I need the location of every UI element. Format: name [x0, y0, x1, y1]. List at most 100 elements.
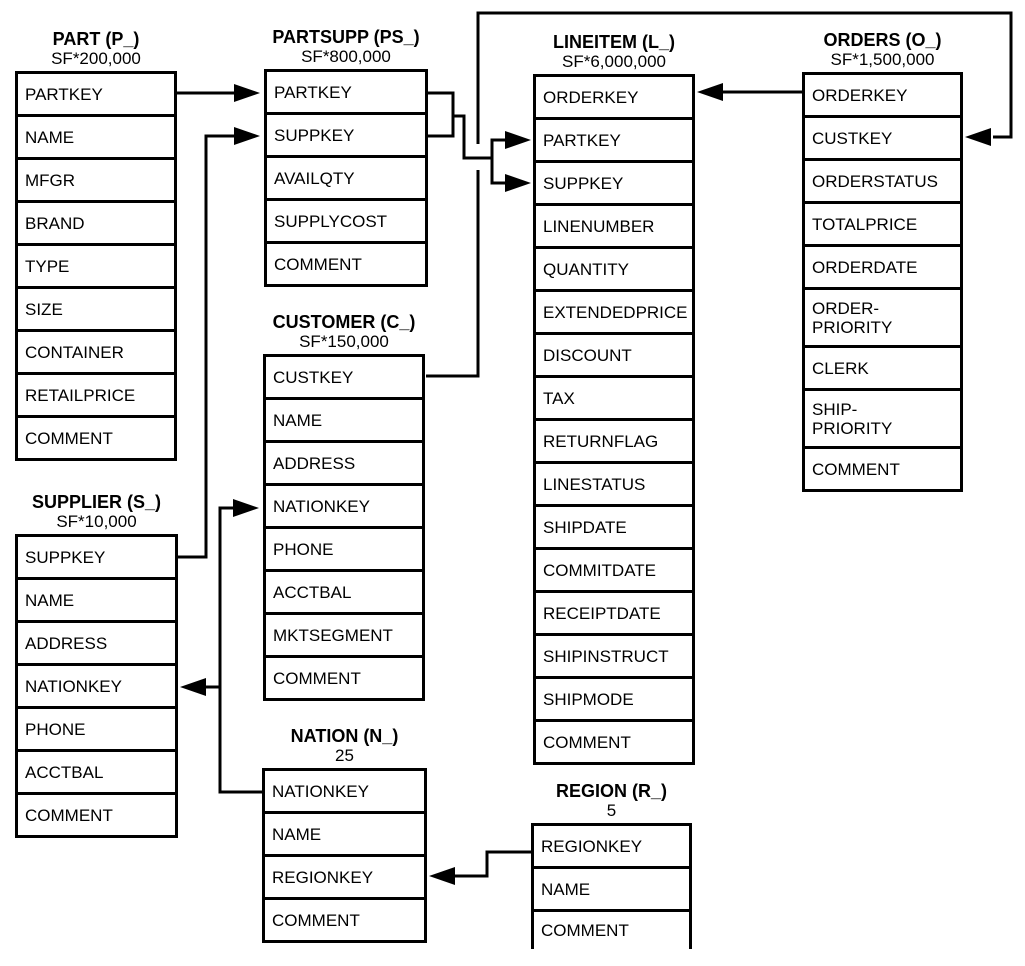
field-name: NAME: [18, 117, 174, 160]
table-customer-cardinality: SF*150,000: [299, 332, 389, 351]
connector-nation-customer: [218, 499, 262, 794]
table-nation-title: NATION (N_): [290, 726, 399, 746]
field-suppkey: SUPPKEY: [18, 537, 175, 580]
field-comment: COMMENT: [812, 459, 900, 479]
field-address: ADDRESS: [266, 443, 422, 486]
field-quantity: QUANTITY: [536, 249, 692, 292]
field-availqty: AVAILQTY: [267, 158, 425, 201]
connector-region-nation: [429, 850, 531, 885]
field-phone: PHONE: [18, 709, 175, 752]
field-orderkey: ORDERKEY: [536, 77, 692, 120]
field-ship-priority: SHIP- PRIORITY: [805, 391, 960, 449]
table-lineitem-title: LINEITEM (L_): [553, 32, 675, 52]
table-nation-cardinality: 25: [335, 746, 354, 765]
table-orders-cardinality: SF*1,500,000: [830, 50, 935, 69]
table-region-cardinality: 5: [606, 801, 617, 820]
field-name: NAME: [265, 814, 424, 857]
field-comment: COMMENT: [25, 428, 113, 448]
field-partkey: PARTKEY: [18, 74, 174, 117]
field-brand: BRAND: [18, 203, 174, 246]
connector-orders-lineitem: [697, 83, 802, 101]
field-clerk: CLERK: [805, 348, 960, 391]
field-linestatus: LINESTATUS: [536, 464, 692, 507]
field-tax: TAX: [536, 378, 692, 421]
table-orders-title: ORDERS (O_): [823, 30, 942, 50]
field-comment: COMMENT: [543, 732, 631, 752]
table-region-title: REGION (R_): [555, 781, 667, 801]
connector-nation-supplier: [180, 678, 220, 696]
field-orderdate: ORDERDATE: [805, 247, 960, 290]
field-container: CONTAINER: [18, 332, 174, 375]
field-partkey: PARTKEY: [267, 72, 425, 115]
field-shipinstruct: SHIPINSTRUCT: [536, 636, 692, 679]
table-partsupp-cardinality: SF*800,000: [301, 47, 391, 66]
field-totalprice: TOTALPRICE: [805, 204, 960, 247]
field-size: SIZE: [18, 289, 174, 332]
field-acctbal: ACCTBAL: [18, 752, 175, 795]
table-partsupp-title: PARTSUPP (PS_): [272, 27, 420, 47]
field-receiptdate: RECEIPTDATE: [536, 593, 692, 636]
field-custkey: CUSTKEY: [266, 357, 422, 400]
connector-partsupp-lineitem: [428, 91, 531, 192]
connector-part-partsupp: [177, 84, 260, 102]
field-shipmode: SHIPMODE: [536, 679, 692, 722]
field-comment: COMMENT: [25, 805, 113, 825]
field-suppkey: SUPPKEY: [267, 115, 425, 158]
field-comment: COMMENT: [541, 921, 629, 940]
field-type: TYPE: [18, 246, 174, 289]
field-partkey: PARTKEY: [536, 120, 692, 163]
field-regionkey: REGIONKEY: [265, 857, 424, 900]
field-mktsegment: MKTSEGMENT: [266, 615, 422, 658]
field-acctbal: ACCTBAL: [266, 572, 422, 615]
field-retailprice: RETAILPRICE: [18, 375, 174, 418]
field-orderstatus: ORDERSTATUS: [805, 161, 960, 204]
field-name: NAME: [18, 580, 175, 623]
field-extendedprice: EXTENDEDPRICE: [536, 292, 692, 335]
field-name: NAME: [266, 400, 422, 443]
field-comment: COMMENT: [273, 668, 361, 688]
field-supplycost: SUPPLYCOST: [267, 201, 425, 244]
field-phone: PHONE: [266, 529, 422, 572]
field-custkey: CUSTKEY: [805, 118, 960, 161]
field-orderkey: ORDERKEY: [805, 75, 960, 118]
connector-supplier-partsupp: [178, 127, 260, 559]
field-nationkey: NATIONKEY: [266, 486, 422, 529]
field-shipdate: SHIPDATE: [536, 507, 692, 550]
field-address: ADDRESS: [18, 623, 175, 666]
table-supplier-cardinality: SF*10,000: [56, 512, 137, 531]
table-part-cardinality: SF*200,000: [51, 49, 141, 68]
field-mfgr: MFGR: [18, 160, 174, 203]
table-supplier-title: SUPPLIER (S_): [31, 492, 162, 512]
field-comment: COMMENT: [272, 910, 360, 930]
field-name: NAME: [534, 869, 689, 912]
field-regionkey: REGIONKEY: [534, 826, 689, 869]
table-customer-title: CUSTOMER (C_): [272, 312, 416, 332]
field-suppkey: SUPPKEY: [536, 163, 692, 206]
field-discount: DISCOUNT: [536, 335, 692, 378]
table-lineitem-cardinality: SF*6,000,000: [562, 52, 666, 71]
field-nationkey: NATIONKEY: [18, 666, 175, 709]
field-nationkey: NATIONKEY: [265, 771, 424, 814]
field-order-priority: ORDER- PRIORITY: [805, 290, 960, 348]
table-part-title: PART (P_): [52, 29, 140, 49]
field-commitdate: COMMITDATE: [536, 550, 692, 593]
field-linenumber: LINENUMBER: [536, 206, 692, 249]
field-comment: COMMENT: [274, 254, 362, 274]
